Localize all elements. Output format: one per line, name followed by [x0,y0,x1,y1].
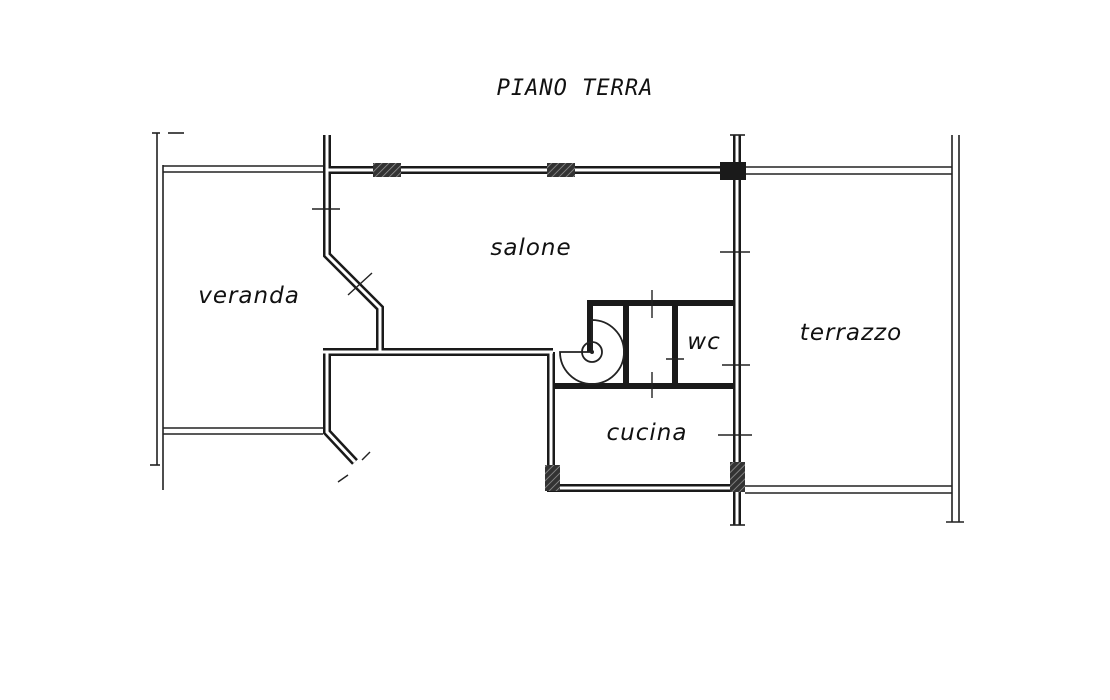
room-label-salone: salone [490,235,571,261]
plan-title: PIANO TERRA [497,76,654,101]
opening-marks [312,208,752,483]
veranda-railing [150,132,323,490]
room-label-wc: wc [687,329,720,355]
spiral-staircase-icon [559,319,625,385]
room-label-veranda: veranda [198,283,300,309]
room-label-cucina: cucina [607,420,688,446]
stair-wc-block [553,300,733,389]
room-label-terrazzo: terrazzo [800,320,902,346]
walls [323,134,745,526]
terrace-railing [745,135,964,523]
pillars [373,162,746,492]
